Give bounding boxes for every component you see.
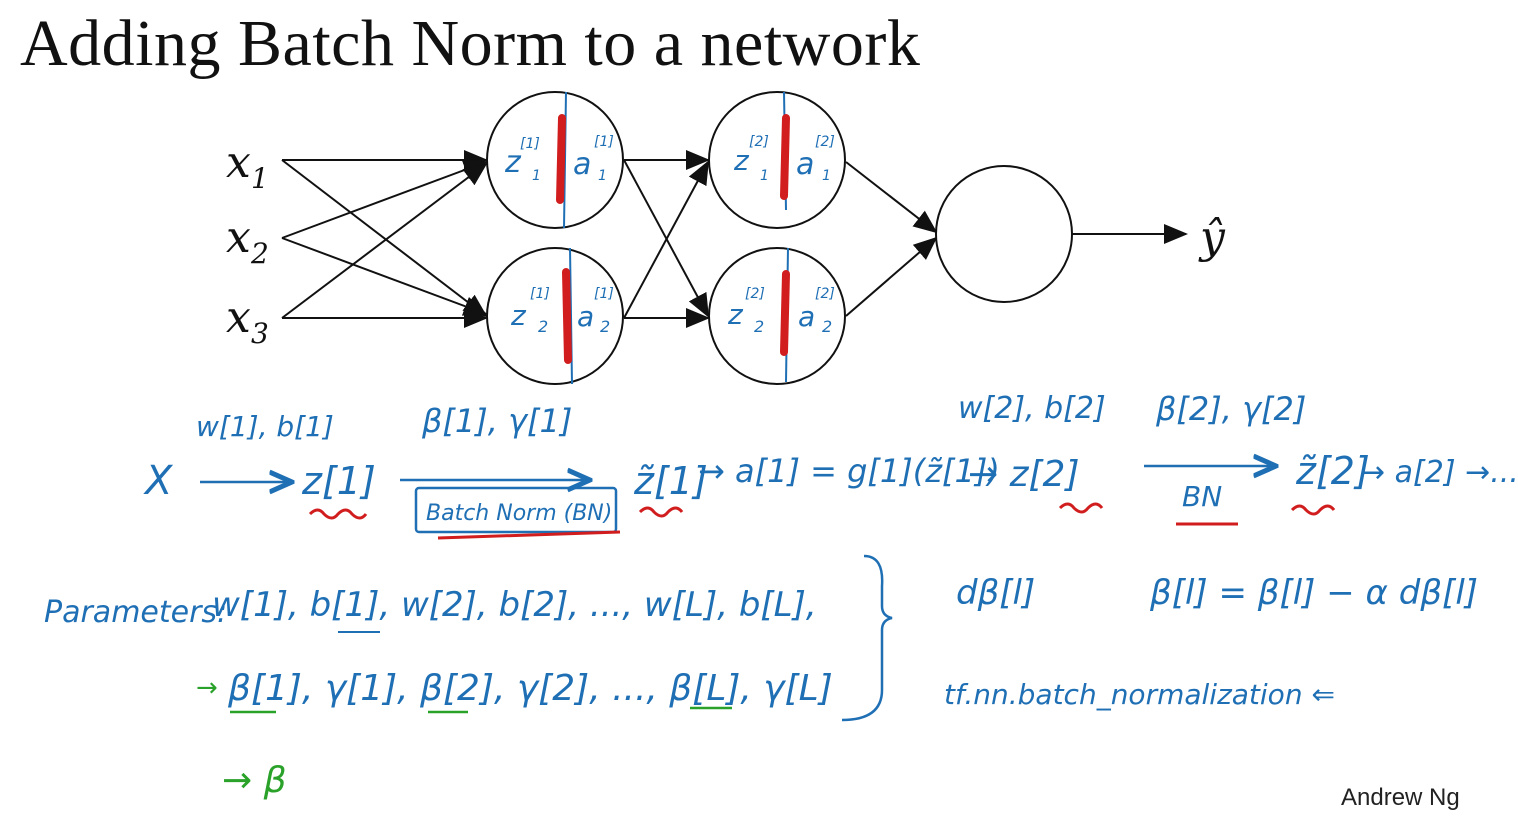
svg-text:[2]: [2] bbox=[815, 134, 835, 150]
svg-text:2: 2 bbox=[538, 317, 548, 336]
flow-beta-gamma1: β[1], γ[1] bbox=[421, 402, 572, 440]
svg-text:a: a bbox=[573, 147, 591, 182]
svg-text:x: x bbox=[226, 137, 251, 188]
flow-z1: z[1] bbox=[301, 459, 376, 503]
svg-text:β[1], γ[1], β[2], γ[2], ..., β: β[1], γ[1], β[2], γ[2], ..., β[L], γ[L] bbox=[227, 668, 833, 709]
forward-flow: X w[1], b[1] z[1] β[1], γ[1] Batch Norm … bbox=[143, 390, 1518, 534]
svg-text:3: 3 bbox=[251, 317, 269, 350]
svg-text:2: 2 bbox=[600, 317, 610, 336]
svg-text:z: z bbox=[504, 145, 522, 180]
node-layer2-unit1: z [2] 1 a [2] 1 bbox=[708, 91, 846, 229]
node-layer2-unit2: z [2] 2 a [2] 2 bbox=[708, 247, 846, 385]
svg-text:[2]: [2] bbox=[749, 134, 769, 150]
flow-x: X bbox=[143, 458, 174, 504]
hidden-connections bbox=[623, 150, 710, 328]
author-name: Andrew Ng bbox=[1341, 784, 1460, 811]
svg-text:[1]: [1] bbox=[594, 134, 614, 150]
svg-text:1: 1 bbox=[760, 168, 769, 184]
node-layer1-unit2: z [1] 2 a [1] 2 bbox=[486, 247, 624, 385]
flow-a1-eq: → a[1] = g[1](z̃[1]) bbox=[698, 452, 1000, 490]
svg-text:[1]: [1] bbox=[594, 286, 614, 302]
parameters-row2: → β[1], γ[1], β[2], γ[2], ..., β[L], γ[L… bbox=[196, 668, 833, 714]
output-yhat: ŷ bbox=[1198, 212, 1226, 263]
input-x1: x 1 bbox=[226, 137, 269, 195]
svg-text:a: a bbox=[796, 147, 814, 182]
svg-text:[1]: [1] bbox=[520, 136, 540, 152]
gradient-notes: dβ[l] β[l] = β[l] − α dβ[l] tf.nn.batch_… bbox=[944, 573, 1478, 711]
flow-ztilde2: z̃[2] bbox=[1295, 449, 1370, 493]
parameters-section: Parameters: w[1], b[1], w[2], b[2], ...,… bbox=[44, 554, 893, 722]
svg-text:2: 2 bbox=[754, 317, 764, 336]
svg-text:a: a bbox=[798, 300, 815, 333]
svg-text:2: 2 bbox=[250, 237, 269, 270]
flow-beta-gamma2: β[2], γ[2] bbox=[1155, 390, 1306, 428]
svg-text:a: a bbox=[577, 300, 594, 333]
flow-a2: → a[2] →... bbox=[1360, 455, 1518, 490]
flow-bn2: BN bbox=[1182, 480, 1222, 513]
tf-function: tf.nn.batch_normalization ⇐ bbox=[944, 678, 1335, 711]
svg-text:1: 1 bbox=[251, 162, 269, 195]
flow-z2: → z[2] bbox=[968, 454, 1080, 495]
slide-title: Adding Batch Norm to a network bbox=[20, 7, 921, 80]
svg-text:z: z bbox=[727, 298, 744, 331]
svg-text:x: x bbox=[226, 292, 251, 343]
node-layer1-unit1: z [1] 1 a [1] 1 bbox=[486, 91, 624, 229]
flow-w1b1: w[1], b[1] bbox=[196, 410, 334, 443]
svg-text:1: 1 bbox=[822, 168, 831, 184]
parameters-label: Parameters: bbox=[44, 595, 227, 630]
svg-text:[2]: [2] bbox=[815, 286, 835, 302]
input-x3: x 3 bbox=[226, 292, 269, 350]
node-output bbox=[935, 165, 1073, 303]
flow-ztilde1: z̃[1] bbox=[633, 459, 708, 503]
batchnorm-box-label: Batch Norm (BN) bbox=[426, 501, 612, 526]
beta-note: → β bbox=[222, 760, 287, 801]
output-connections bbox=[845, 161, 1188, 317]
dbeta-note: dβ[l] bbox=[956, 573, 1035, 613]
svg-text:z: z bbox=[733, 144, 750, 177]
input-x2: x 2 bbox=[226, 212, 269, 270]
svg-text:x: x bbox=[226, 212, 251, 263]
svg-text:1: 1 bbox=[532, 168, 541, 184]
red-underlines bbox=[308, 502, 1336, 540]
svg-text:2: 2 bbox=[822, 317, 832, 336]
update-rule: β[l] = β[l] − α dβ[l] bbox=[1149, 573, 1478, 613]
svg-text:[1]: [1] bbox=[530, 286, 550, 302]
parameters-row1: w[1], b[1], w[2], b[2], ..., w[L], b[L], bbox=[212, 585, 817, 625]
svg-text:[2]: [2] bbox=[745, 286, 765, 302]
input-connections bbox=[281, 150, 488, 328]
svg-text:z: z bbox=[510, 299, 527, 332]
svg-text:1: 1 bbox=[598, 168, 607, 184]
flow-w2b2: w[2], b[2] bbox=[958, 391, 1106, 426]
svg-text:→: → bbox=[196, 673, 218, 703]
